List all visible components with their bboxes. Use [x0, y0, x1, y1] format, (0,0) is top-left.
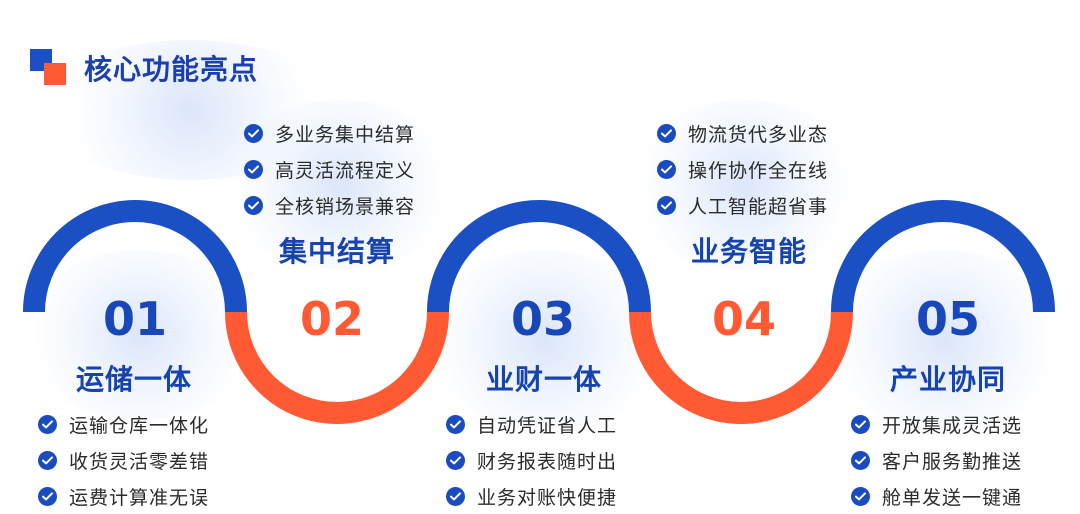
- list-item: 操作协作全在线: [657, 151, 828, 187]
- feature-text: 多业务集中结算: [275, 123, 416, 146]
- list-item: 人工智能超省事: [657, 187, 828, 223]
- check-circle-icon: [38, 450, 57, 470]
- feature-text: 财务报表随时出: [477, 450, 618, 473]
- list-item: 开放集成灵活选: [851, 406, 1022, 442]
- feature-text: 全核销场景兼容: [275, 195, 416, 218]
- stage-number-04: 04: [711, 292, 776, 346]
- check-circle-icon: [851, 414, 870, 434]
- arc-stage-3: [427, 200, 651, 313]
- list-item: 业务对账快便捷: [446, 478, 617, 514]
- feature-text: 运输仓库一体化: [69, 414, 210, 437]
- list-item: 舱单发送一键通: [851, 478, 1022, 514]
- feature-text: 客户服务勤推送: [882, 450, 1023, 473]
- check-circle-icon: [446, 414, 465, 434]
- feature-text: 收货灵活零差错: [69, 450, 210, 473]
- list-item: 多业务集中结算: [244, 115, 415, 151]
- check-circle-icon: [38, 486, 57, 506]
- list-item: 收货灵活零差错: [38, 442, 209, 478]
- feature-text: 人工智能超省事: [688, 195, 829, 218]
- feature-list-1: 运输仓库一体化 收货灵活零差错 运费计算准无误: [38, 406, 209, 514]
- stage-title-3: 业财一体: [485, 363, 602, 396]
- feature-list-2: 多业务集中结算 高灵活流程定义 全核销场景兼容: [244, 115, 415, 223]
- stage-title-2: 集中结算: [278, 235, 395, 268]
- stage-title-5: 产业协同: [889, 363, 1006, 396]
- check-circle-icon: [657, 123, 676, 143]
- stage-title-4: 业务智能: [690, 235, 807, 268]
- feature-list-5: 开放集成灵活选 客户服务勤推送 舱单发送一键通: [851, 406, 1022, 514]
- page-title: 核心功能亮点: [84, 53, 259, 86]
- feature-list-4: 物流货代多业态 操作协作全在线 人工智能超省事: [657, 115, 828, 223]
- check-circle-icon: [244, 195, 263, 215]
- list-item: 全核销场景兼容: [244, 187, 415, 223]
- list-item: 运费计算准无误: [38, 478, 209, 514]
- feature-text: 物流货代多业态: [688, 123, 829, 146]
- list-item: 自动凭证省人工: [446, 406, 617, 442]
- list-item: 物流货代多业态: [657, 115, 828, 151]
- stage-number-03: 03: [510, 292, 575, 346]
- arc-stage-5: [831, 200, 1055, 313]
- arc-stage-2: [225, 311, 449, 424]
- feature-text: 开放集成灵活选: [882, 414, 1023, 437]
- check-circle-icon: [244, 123, 263, 143]
- feature-text: 运费计算准无误: [69, 486, 210, 509]
- feature-list-3: 自动凭证省人工 财务报表随时出 业务对账快便捷: [446, 406, 617, 514]
- feature-text: 舱单发送一键通: [882, 486, 1023, 509]
- logo-icon: [30, 49, 68, 87]
- check-circle-icon: [851, 450, 870, 470]
- stage-number-05: 05: [915, 292, 980, 346]
- check-circle-icon: [38, 414, 57, 434]
- feature-text: 高灵活流程定义: [275, 159, 416, 182]
- stage-number-01: 01: [102, 292, 167, 346]
- list-item: 高灵活流程定义: [244, 151, 415, 187]
- check-circle-icon: [446, 486, 465, 506]
- arc-stage-1: [23, 200, 247, 313]
- stage-number-02: 02: [299, 292, 364, 346]
- check-circle-icon: [657, 159, 676, 179]
- arc-stage-4: [629, 311, 853, 424]
- feature-text: 自动凭证省人工: [477, 414, 618, 437]
- feature-text: 操作协作全在线: [688, 159, 829, 182]
- check-circle-icon: [244, 159, 263, 179]
- list-item: 财务报表随时出: [446, 442, 617, 478]
- check-circle-icon: [657, 195, 676, 215]
- check-circle-icon: [851, 486, 870, 506]
- list-item: 运输仓库一体化: [38, 406, 209, 442]
- check-circle-icon: [446, 450, 465, 470]
- section-header: 核心功能亮点: [30, 48, 258, 88]
- list-item: 客户服务勤推送: [851, 442, 1022, 478]
- feature-text: 业务对账快便捷: [477, 486, 618, 509]
- stage-title-1: 运储一体: [75, 363, 192, 396]
